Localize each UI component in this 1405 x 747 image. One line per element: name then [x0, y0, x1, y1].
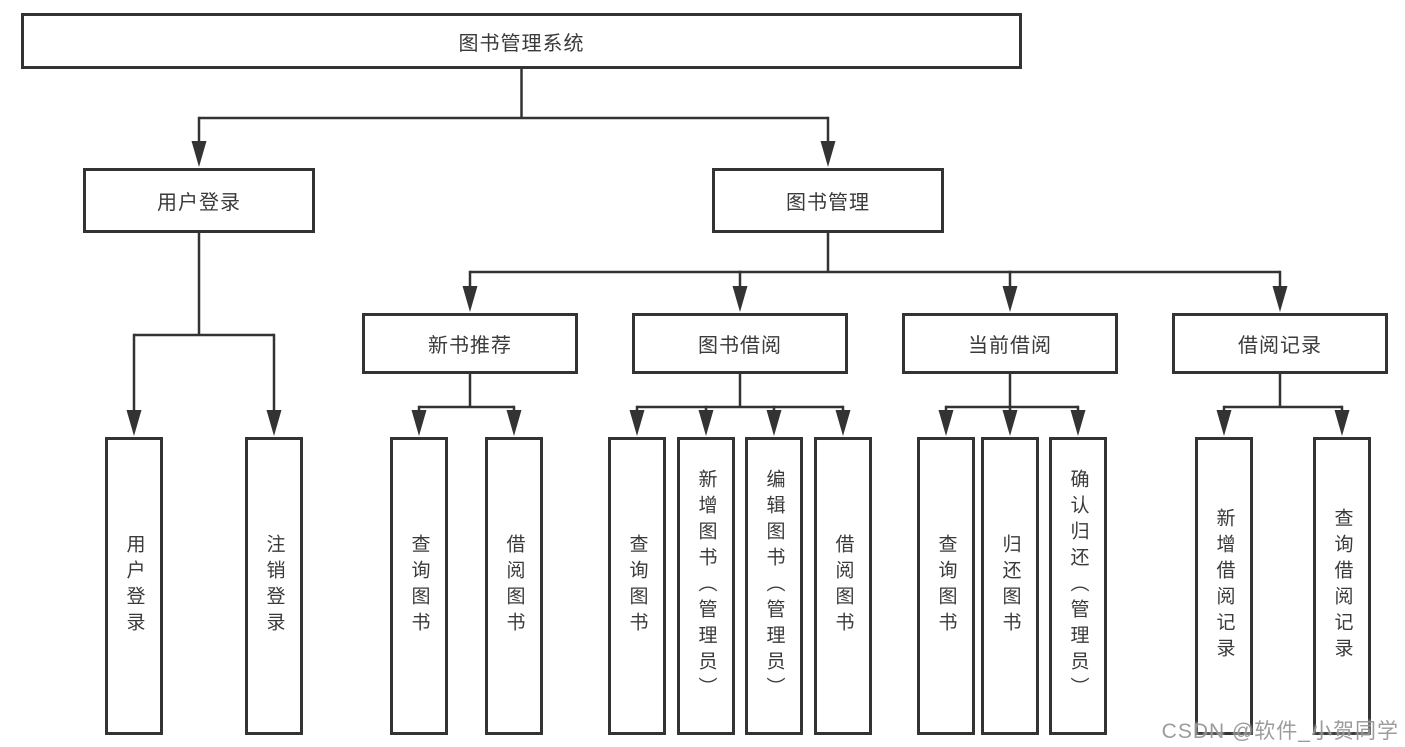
node-current-borrowing: 当前借阅 — [902, 313, 1118, 374]
arrow-down — [411, 410, 427, 436]
arrow-down — [1070, 410, 1086, 436]
connector-root-to-branches — [191, 69, 836, 167]
leaf-confirm-return-admin: 确认归还（管理员） — [1049, 437, 1107, 735]
connector-borrowing-to-leaves — [629, 374, 851, 436]
arrow-down — [506, 410, 522, 436]
arrow-down — [820, 141, 836, 167]
leaf-return-books: 归还图书 — [981, 437, 1039, 735]
arrow-down — [191, 141, 207, 167]
leaf-edit-books-admin: 编辑图书（管理员） — [745, 437, 803, 735]
arrow-down — [266, 410, 282, 436]
arrow-down — [1002, 410, 1018, 436]
arrow-down — [629, 410, 645, 436]
connector-book-management-to-modules — [462, 233, 1288, 312]
node-book-borrowing: 图书借阅 — [632, 313, 848, 374]
node-user-login: 用户登录 — [83, 168, 315, 233]
arrow-down — [732, 286, 748, 312]
leaf-borrow-books-recommend: 借阅图书 — [485, 437, 543, 735]
leaf-borrow-books-borrowing: 借阅图书 — [814, 437, 872, 735]
arrow-down — [1272, 286, 1288, 312]
arrow-down — [766, 410, 782, 436]
arrow-down — [835, 410, 851, 436]
leaf-add-borrow-record: 新增借阅记录 — [1195, 437, 1253, 735]
node-library-system: 图书管理系统 — [21, 13, 1022, 69]
leaf-query-borrow-record: 查询借阅记录 — [1313, 437, 1371, 735]
leaf-add-books-admin: 新增图书（管理员） — [677, 437, 735, 735]
connector-records-to-leaves — [1216, 374, 1350, 436]
leaf-user-login: 用户登录 — [105, 437, 163, 735]
arrow-down — [1216, 410, 1232, 436]
arrow-down — [1334, 410, 1350, 436]
csdn-watermark: CSDN @软件_小贺同学 — [1161, 720, 1399, 743]
arrow-down — [938, 410, 954, 436]
connector-new-book-to-leaves — [411, 374, 522, 436]
leaf-query-books-current: 查询图书 — [917, 437, 975, 735]
arrow-down — [1002, 286, 1018, 312]
leaf-query-books-recommend: 查询图书 — [390, 437, 448, 735]
connector-current-borrowing-to-leaves — [938, 374, 1086, 436]
leaf-query-books-borrowing: 查询图书 — [608, 437, 666, 735]
node-book-management: 图书管理 — [712, 168, 944, 233]
arrow-down — [462, 286, 478, 312]
node-borrowing-records: 借阅记录 — [1172, 313, 1388, 374]
connector-user-login-to-leaves — [126, 233, 282, 436]
arrow-down — [126, 410, 142, 436]
node-new-book-recommendation: 新书推荐 — [362, 313, 578, 374]
leaf-logout: 注销登录 — [245, 437, 303, 735]
arrow-down — [698, 410, 714, 436]
